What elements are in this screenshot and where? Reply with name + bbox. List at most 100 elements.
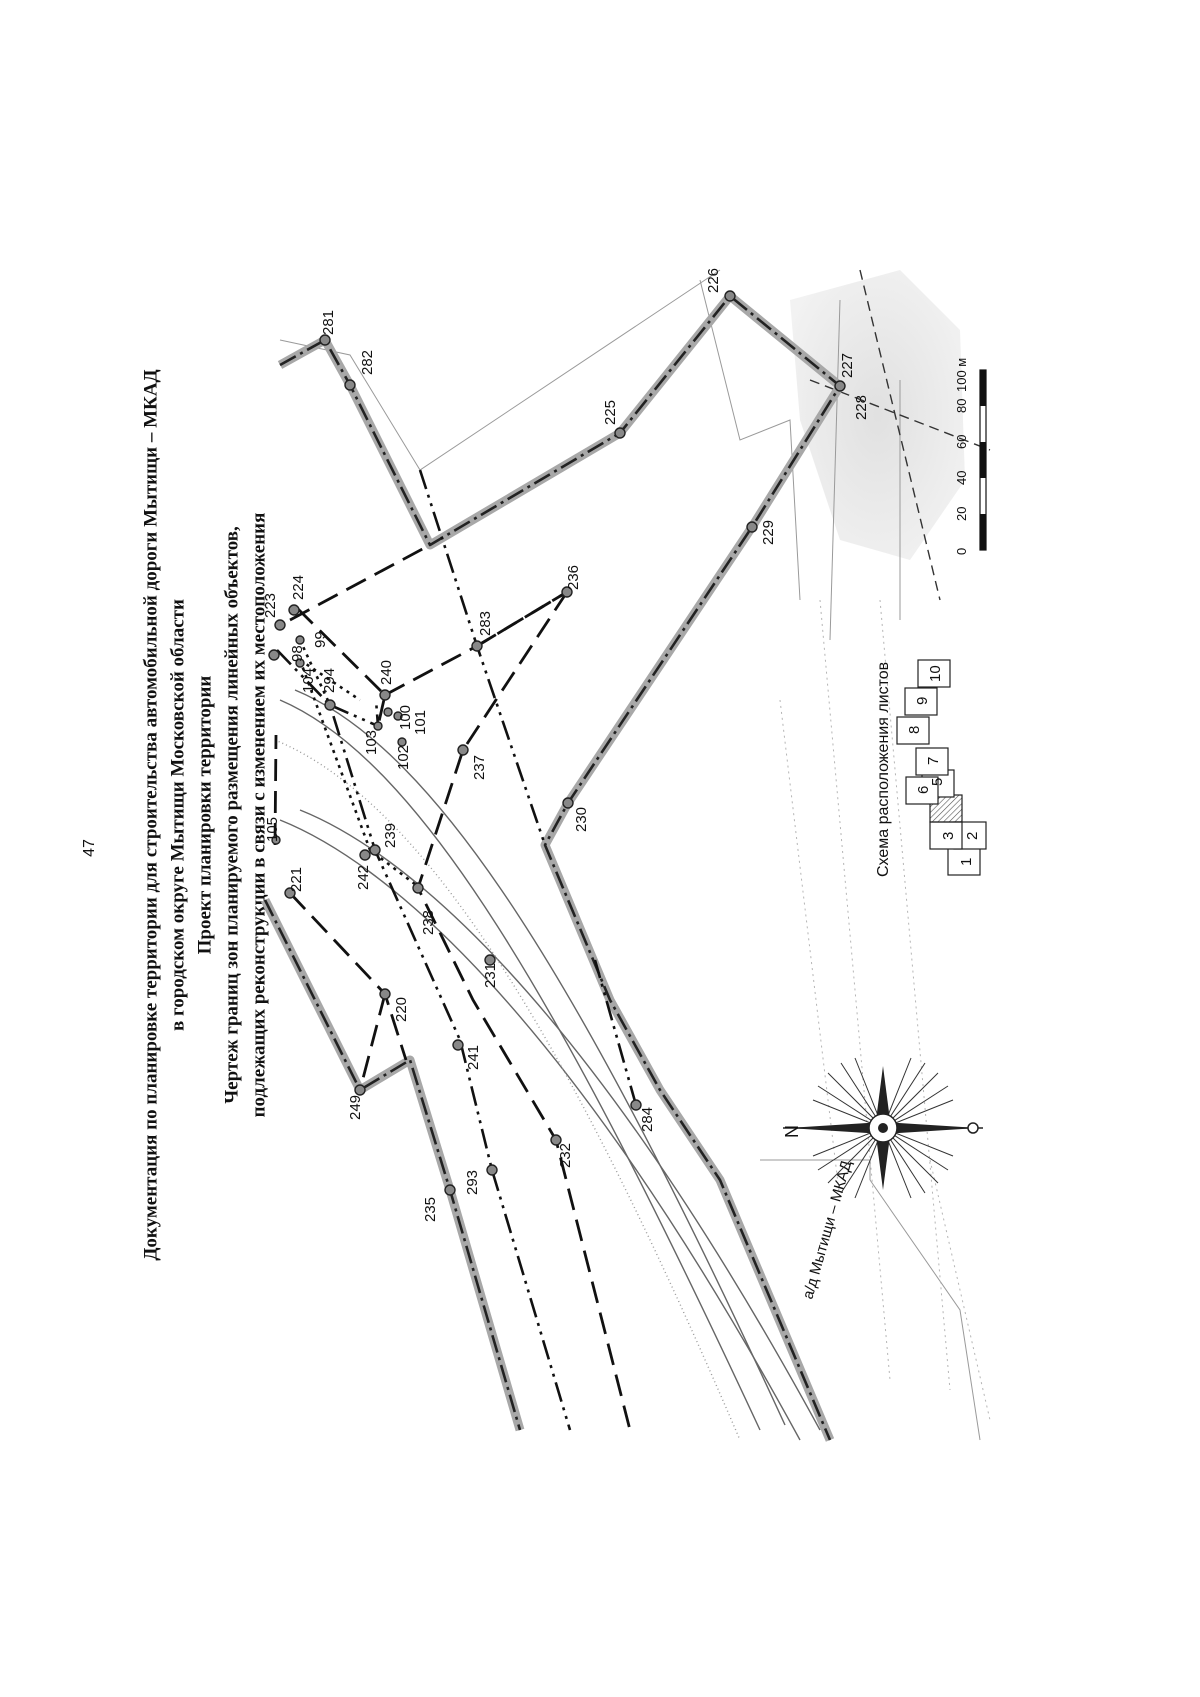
point-marker-281 <box>319 334 331 346</box>
point-label-281: 281 <box>320 310 337 335</box>
point-label-239: 239 <box>382 823 399 848</box>
zone-boundary-grey <box>260 291 845 1442</box>
point-marker-231 <box>484 954 496 966</box>
point-marker-293 <box>486 1164 498 1176</box>
point-label-100: 100 <box>397 705 414 730</box>
point-marker-104 <box>295 658 305 668</box>
point-label-226: 226 <box>705 268 722 293</box>
sheet-num-3: 3 <box>940 832 957 840</box>
sheet-num-9: 9 <box>914 697 931 705</box>
point-marker-229 <box>746 521 758 533</box>
point-marker-284 <box>630 1099 642 1111</box>
scale-label-60: 60 <box>954 435 969 449</box>
sheet-cell-8 <box>896 716 930 745</box>
point-marker-282 <box>344 379 356 391</box>
point-marker-225 <box>614 427 626 439</box>
point-label-238: 238 <box>420 910 437 935</box>
point-label-103: 103 <box>363 730 380 755</box>
scale-label-0: 0 <box>954 548 969 555</box>
sheet-cell-9 <box>904 687 938 716</box>
compass-rose <box>783 1057 983 1199</box>
sheet-num-6: 6 <box>915 786 932 794</box>
sheet-layout-title: Схема расположения листов <box>875 662 892 877</box>
sheet-num-1: 1 <box>958 858 975 866</box>
sheet-num-10: 10 <box>927 665 944 682</box>
point-marker-221 <box>284 887 296 899</box>
point-labels: 281 282 226 227 228 225 229 224 223 98 9… <box>262 268 870 1222</box>
north-label: N <box>782 1125 802 1138</box>
point-label-105: 105 <box>264 817 281 842</box>
point-marker-99 <box>295 635 305 645</box>
point-label-283: 283 <box>477 611 494 636</box>
point-marker-227 <box>834 380 846 392</box>
sheet-layout-scheme <box>896 659 987 876</box>
point-label-293: 293 <box>464 1170 481 1195</box>
point-marker-294 <box>324 699 336 711</box>
shaded-zone <box>790 270 965 560</box>
point-marker-98 <box>268 649 280 661</box>
point-marker-240 <box>379 689 391 701</box>
point-label-284: 284 <box>639 1107 656 1132</box>
point-label-231: 231 <box>482 963 499 988</box>
point-label-235: 235 <box>422 1197 439 1222</box>
point-label-240: 240 <box>378 660 395 685</box>
sheet-layout-numbers: 1 2 3 5 6 7 8 9 10 <box>906 665 981 866</box>
sheet-cell-6 <box>905 776 939 805</box>
point-marker-100 <box>383 707 393 717</box>
point-label-104: 104 <box>300 668 317 693</box>
scale-label-20: 20 <box>954 507 969 521</box>
point-marker-241 <box>452 1039 464 1051</box>
point-marker-238 <box>412 882 424 894</box>
point-label-221: 221 <box>288 867 305 892</box>
road-label: а/д Мытищи – МКАД <box>800 1159 856 1301</box>
sheet-num-2: 2 <box>964 832 981 840</box>
point-marker-235 <box>444 1184 456 1196</box>
sheet-cell-1 <box>947 847 981 876</box>
point-marker-101 <box>393 711 403 721</box>
point-marker-105 <box>271 835 281 845</box>
sheet-num-7: 7 <box>925 757 942 765</box>
sheet-num-8: 8 <box>906 726 923 734</box>
point-label-232: 232 <box>557 1143 574 1168</box>
point-marker-226 <box>724 290 736 302</box>
point-label-101: 101 <box>412 710 429 735</box>
point-label-228: 228 <box>853 395 870 420</box>
scale-bar-labels: 0 20 40 60 80 100 м <box>954 358 969 555</box>
point-label-227: 227 <box>839 353 856 378</box>
point-marker-283 <box>471 640 483 652</box>
zone-boundary-dashdot <box>263 294 842 1441</box>
point-label-220: 220 <box>393 997 410 1022</box>
point-marker-242 <box>359 849 371 861</box>
point-marker-224 <box>288 604 300 616</box>
point-marker-232 <box>550 1134 562 1146</box>
point-marker-249 <box>354 1084 366 1096</box>
point-label-99: 99 <box>312 631 329 648</box>
point-label-224: 224 <box>290 575 307 600</box>
point-label-98: 98 <box>289 645 306 662</box>
sheet-num-5: 5 <box>929 778 946 786</box>
road-mytishchi-mkad <box>274 689 821 1441</box>
sheet-cell-10 <box>917 659 951 688</box>
point-label-242: 242 <box>355 865 372 890</box>
point-label-241: 241 <box>465 1045 482 1070</box>
sheet-cell-7 <box>915 747 949 776</box>
point-label-102: 102 <box>395 745 412 770</box>
point-label-249: 249 <box>347 1095 364 1120</box>
point-marker-103 <box>373 721 383 731</box>
scale-label-80: 80 <box>954 399 969 413</box>
point-marker-102 <box>397 737 407 747</box>
point-marker-230 <box>562 797 574 809</box>
point-label-294: 294 <box>321 668 338 693</box>
point-marker-237 <box>457 744 469 756</box>
point-label-237: 237 <box>471 755 488 780</box>
point-marker-223 <box>274 619 286 631</box>
point-label-236: 236 <box>565 565 582 590</box>
point-marker-239 <box>369 844 381 856</box>
survey-points <box>268 290 846 1196</box>
point-label-230: 230 <box>573 807 590 832</box>
point-label-225: 225 <box>602 400 619 425</box>
point-marker-220 <box>379 988 391 1000</box>
point-label-229: 229 <box>760 520 777 545</box>
dotted-noise <box>779 599 991 1421</box>
